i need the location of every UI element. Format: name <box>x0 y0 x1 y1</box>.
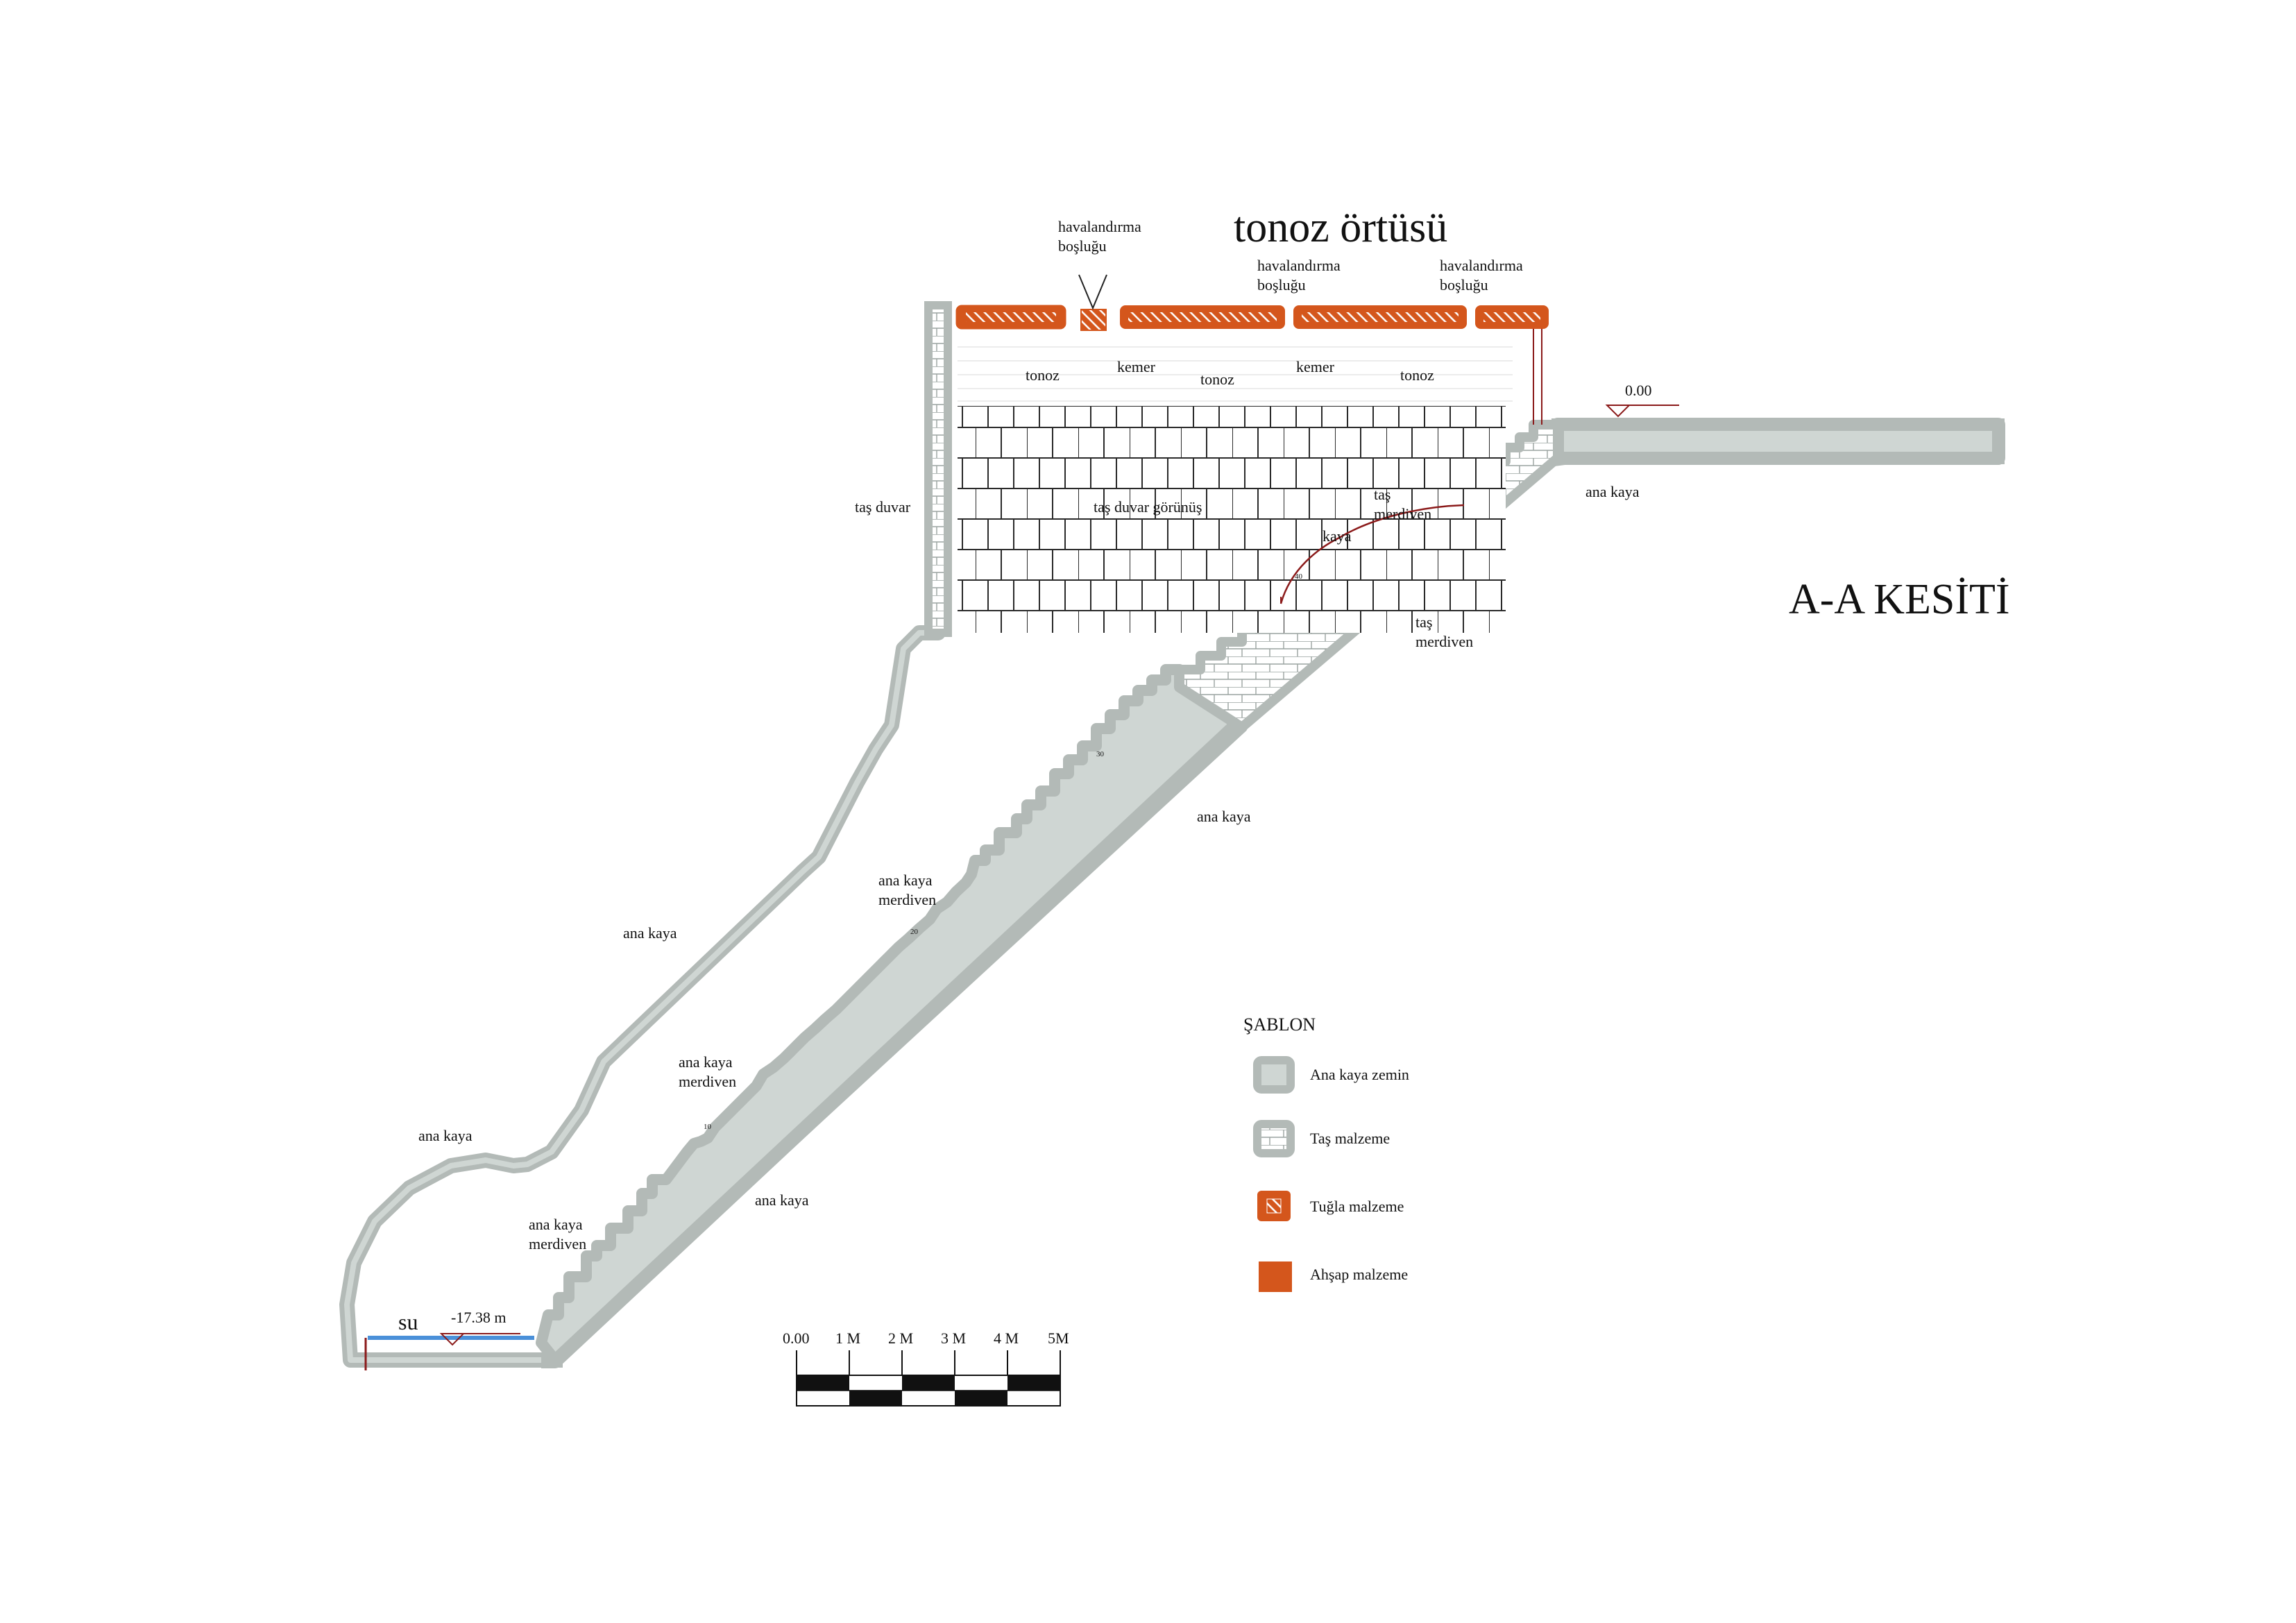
label-su: su <box>398 1309 418 1334</box>
legend-item-rock: Ana kaya zemin <box>1253 1056 1409 1094</box>
label-level-bottom: -17.38 m <box>451 1309 506 1326</box>
label-ana-kaya-left-lower: ana kaya <box>418 1127 473 1144</box>
scale-bar: 0.00 1 M 2 M 3 M 4 M 5M <box>783 1329 1069 1407</box>
label-ana-kaya-merdiven-3-line1: ana kaya <box>529 1216 583 1233</box>
label-step-40: 40 <box>1295 572 1303 581</box>
vault-lines <box>958 332 1513 406</box>
label-tas-duvar: taş duvar <box>855 498 911 516</box>
label-ana-kaya-top-right: ana kaya <box>1585 483 1640 500</box>
scale-tick-4: 4 M <box>994 1329 1019 1347</box>
stair-handrail <box>1279 504 1465 604</box>
legend-label-wood: Ahşap malzeme <box>1310 1266 1408 1283</box>
label-havalandirma-2-line1: havalandırma <box>1257 257 1341 274</box>
label-step-20: 20 <box>910 928 919 936</box>
label-ana-kaya-merdiven-2-line1: ana kaya <box>679 1053 733 1071</box>
scale-tick-5: 5M <box>1048 1329 1069 1347</box>
label-ana-kaya-merdiven-1-line1: ana kaya <box>878 872 933 889</box>
section-title: A-A KESİTİ <box>1789 576 2010 623</box>
label-tas-merdiven-right-line1: taş <box>1415 613 1432 631</box>
scale-tick-0: 0.00 <box>783 1329 810 1347</box>
label-havalandirma-3-line2: boşluğu <box>1440 276 1488 294</box>
level-marker-bottom <box>439 1333 520 1346</box>
wall-elevation <box>958 405 1506 633</box>
water-surface <box>364 1336 534 1370</box>
label-tas-duvar-gorunus: taş duvar görünüş <box>1094 498 1202 516</box>
label-havalandirma-3-line1: havalandırma <box>1440 257 1523 274</box>
stone-swatch <box>1253 1120 1295 1157</box>
label-havalandirma-1-line1: havalandırma <box>1058 218 1141 235</box>
label-tas-merdiven-right-line2: merdiven <box>1415 633 1473 650</box>
title-tonoz-ortusu: tonoz örtüsü <box>1234 204 1447 251</box>
stone-wall-column <box>924 301 952 637</box>
legend-item-brick: Tuğla malzeme <box>1257 1191 1404 1221</box>
legend-label-stone: Taş malzeme <box>1310 1130 1390 1147</box>
scale-tick-3: 3 M <box>941 1329 966 1347</box>
vent-pointer <box>1078 274 1107 310</box>
label-tas-merdiven-upper-line2: merdiven <box>1374 505 1431 522</box>
brick-vault-cover <box>955 305 1549 425</box>
legend-title: ŞABLON <box>1243 1014 1316 1035</box>
label-level-top: 0.00 <box>1625 382 1652 399</box>
label-kemer-1: kemer <box>1117 358 1156 375</box>
rock-swatch <box>1253 1056 1295 1094</box>
label-step-10: 10 <box>704 1123 712 1131</box>
label-tonoz-1: tonoz <box>1026 366 1060 384</box>
label-kaya: kaya <box>1323 527 1352 545</box>
labels: tonoz örtüsü A-A KESİTİ havalandırma boş… <box>398 204 2010 1334</box>
rock-stair-wedge <box>536 664 1248 1366</box>
legend-label-brick: Tuğla malzeme <box>1310 1198 1404 1215</box>
label-ana-kaya-mid: ana kaya <box>1197 808 1251 825</box>
label-ana-kaya-merdiven-1-line2: merdiven <box>878 891 936 908</box>
wood-swatch <box>1259 1261 1292 1292</box>
legend-item-wood: Ahşap malzeme <box>1259 1261 1408 1292</box>
scale-tick-2: 2 M <box>888 1329 913 1347</box>
label-tas-merdiven-upper-line1: taş <box>1374 486 1391 503</box>
label-tonoz-2: tonoz <box>1200 371 1234 388</box>
label-ana-kaya-merdiven-3-line2: merdiven <box>529 1235 586 1252</box>
label-havalandirma-2-line2: boşluğu <box>1257 276 1306 294</box>
label-ana-kaya-left-upper: ana kaya <box>623 924 677 942</box>
label-step-30: 30 <box>1096 750 1105 758</box>
legend-label-rock: Ana kaya zemin <box>1310 1066 1409 1083</box>
label-havalandirma-1-line2: boşluğu <box>1058 237 1107 255</box>
scale-tick-1: 1 M <box>835 1329 860 1347</box>
label-tonoz-3: tonoz <box>1400 366 1434 384</box>
level-marker-top <box>1605 405 1679 418</box>
legend-item-stone: Taş malzeme <box>1253 1120 1390 1157</box>
rock-outer-wall <box>339 308 946 1368</box>
label-ana-kaya-merdiven-2-line2: merdiven <box>679 1073 736 1090</box>
label-ana-kaya-bottom: ana kaya <box>755 1191 809 1209</box>
rock-right-slope <box>541 418 2005 1368</box>
legend: ŞABLON Ana kaya zemin Taş malzeme Tuğla … <box>1243 1014 1409 1292</box>
label-kemer-2: kemer <box>1296 358 1335 375</box>
